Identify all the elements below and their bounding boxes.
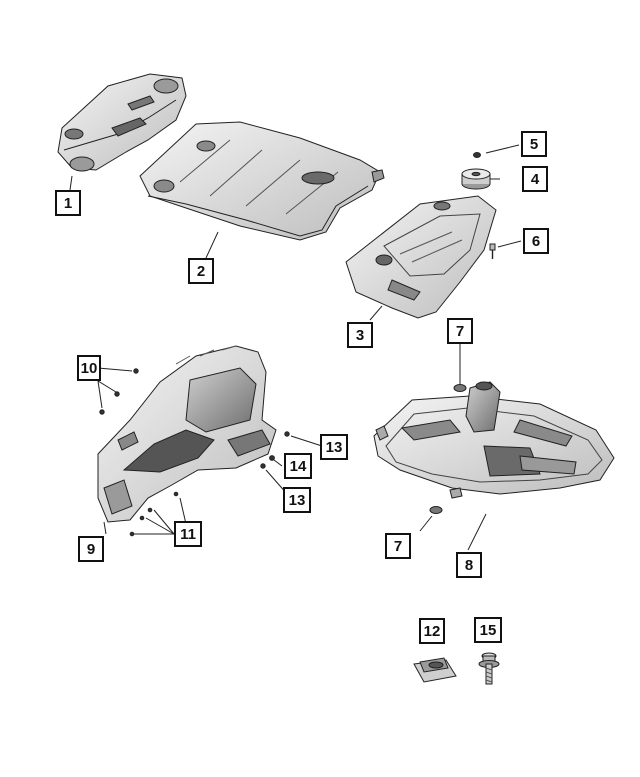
clip-nut-part-12 <box>414 658 456 682</box>
callout-5: 5 <box>521 131 547 157</box>
nut-part-5 <box>474 153 481 158</box>
callout-4: 4 <box>522 166 548 192</box>
grommet-part-7-upper <box>454 385 466 392</box>
fastener-11a <box>173 491 179 497</box>
callout-7-lower: 7 <box>385 533 411 559</box>
callout-14: 14 <box>284 453 312 479</box>
fastener-10a <box>133 368 139 374</box>
shield-part-9 <box>98 346 276 522</box>
callout-7-upper: 7 <box>447 318 473 344</box>
fastener-11d <box>129 531 135 537</box>
callout-3: 3 <box>347 322 373 348</box>
callout-8: 8 <box>456 552 482 578</box>
callout-10: 10 <box>77 355 101 381</box>
callout-2: 2 <box>188 258 214 284</box>
fasteners <box>99 368 290 537</box>
bushing-part-4 <box>462 169 490 189</box>
callout-12: 12 <box>419 618 445 644</box>
callout-13-upper: 13 <box>320 434 348 460</box>
fastener-11c <box>139 515 145 521</box>
fastener-10b <box>114 391 120 397</box>
skid-plate-part-1 <box>58 74 186 171</box>
flange-bolt-part-15 <box>479 653 499 684</box>
fastener-10c <box>99 409 105 415</box>
fastener-13a <box>284 431 290 437</box>
callout-6: 6 <box>523 228 549 254</box>
skid-plate-part-8 <box>374 382 614 498</box>
belly-pan-part-2 <box>140 122 384 240</box>
fastener-11b <box>147 507 153 513</box>
callout-1: 1 <box>55 190 81 216</box>
fastener-13b <box>260 463 266 469</box>
callout-15: 15 <box>474 617 502 643</box>
callout-13-lower: 13 <box>283 487 311 513</box>
grommet-part-7-lower <box>430 507 442 514</box>
callout-9: 9 <box>78 536 104 562</box>
skid-plate-part-3 <box>346 196 496 318</box>
callout-11: 11 <box>174 521 202 547</box>
fastener-14 <box>269 455 275 461</box>
bolt-part-6 <box>490 244 495 259</box>
